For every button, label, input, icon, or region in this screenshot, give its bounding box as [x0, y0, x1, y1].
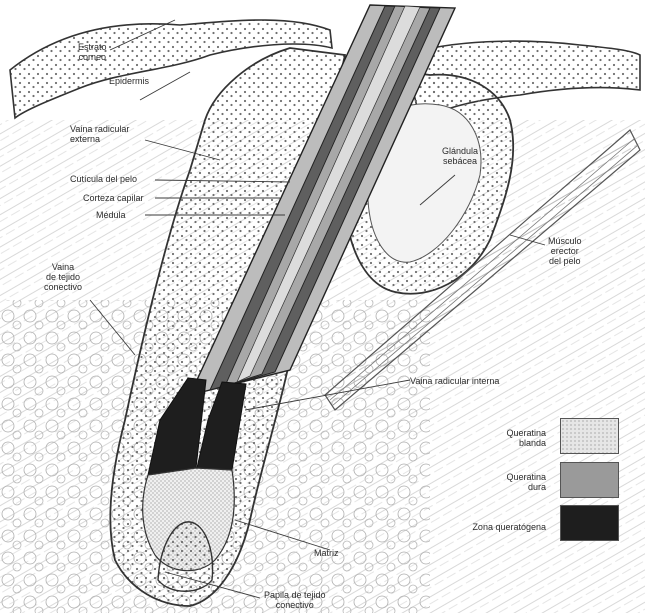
label-vaina-radicular-interna: Vaina radicular interna — [410, 376, 499, 386]
legend-label-zona-queratogena: Zona queratógena — [450, 522, 546, 532]
label-epidermis: Epidermis — [109, 76, 149, 86]
label-vaina-radicular-externa: Vaina radicularexterna — [70, 124, 129, 144]
label-corteza-capilar: Corteza capilar — [83, 193, 144, 203]
legend-swatch-queratina-dura — [560, 462, 619, 498]
label-musculo-erector: Músculoerectordel pelo — [548, 236, 582, 266]
label-estrato-corneo: Estratocorneo — [78, 42, 107, 62]
legend-swatch-zona-queratogena — [560, 505, 619, 541]
label-cuticula-del-pelo: Cutícula del pelo — [70, 174, 137, 184]
legend-label-queratina-blanda: Queratinablanda — [470, 428, 546, 448]
label-glandula-sebacea: Glándulasebácea — [442, 146, 478, 166]
label-vaina-tejido-conectivo: Vainade tejidoconectivo — [44, 262, 82, 292]
label-medula: Médula — [96, 210, 126, 220]
legend-label-queratina-dura: Queratinadura — [470, 472, 546, 492]
label-matriz: Matriz — [314, 548, 339, 558]
label-papila: Papila de tejidoconectivo — [264, 590, 326, 610]
legend-swatch-queratina-blanda — [560, 418, 619, 454]
